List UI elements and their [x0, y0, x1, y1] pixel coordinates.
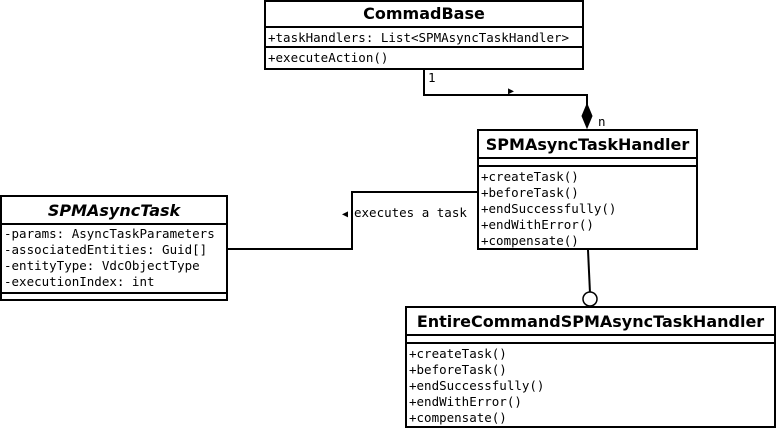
operation: +compensate(): [409, 410, 507, 425]
operation: +createTask(): [409, 346, 507, 361]
executes-line: [228, 191, 477, 250]
class-handler-name: SPMAsyncTaskHandler: [479, 131, 696, 159]
attribute: -executionIndex: int: [4, 274, 155, 289]
class-entire-operations: +createTask() +beforeTask() +endSuccessf…: [407, 344, 774, 426]
class-task-attributes: -params: AsyncTaskParameters -associated…: [2, 225, 226, 294]
executes-direction-arrow: ◀: [342, 209, 348, 220]
composition-diamond: [581, 102, 593, 130]
composition-target-multiplicity: n: [598, 114, 606, 129]
class-handler-operations: +createTask() +beforeTask() +endSuccessf…: [479, 167, 696, 249]
attribute: -params: AsyncTaskParameters: [4, 226, 215, 241]
operation: +beforeTask(): [409, 362, 507, 377]
class-spmasynctask: SPMAsyncTask -params: AsyncTaskParameter…: [0, 195, 228, 301]
class-entirecommandspmasynctaskhandler: EntireCommandSPMAsyncTaskHandler +create…: [405, 306, 776, 428]
operation: +beforeTask(): [481, 185, 579, 200]
class-spmasynctaskhandler: SPMAsyncTaskHandler +createTask() +befor…: [477, 129, 698, 250]
composition-source-multiplicity: 1: [428, 70, 436, 85]
attribute: -entityType: VdcObjectType: [4, 258, 200, 273]
operation: +createTask(): [481, 169, 579, 184]
class-entire-attributes: [407, 336, 774, 344]
operation: +endSuccessfully(): [409, 378, 545, 393]
operation: +endSuccessfully(): [481, 201, 617, 216]
class-handler-attributes: [479, 159, 696, 167]
lollipop-line: [587, 249, 591, 294]
composition-line: [423, 70, 588, 105]
class-commandbase-attributes: +taskHandlers: List<SPMAsyncTaskHandler>: [266, 28, 582, 48]
operation: +executeAction(): [268, 50, 389, 65]
attribute: +taskHandlers: List<SPMAsyncTaskHandler>: [268, 30, 570, 45]
operation: +compensate(): [481, 233, 579, 248]
class-task-name: SPMAsyncTask: [2, 197, 226, 225]
class-entire-name: EntireCommandSPMAsyncTaskHandler: [407, 308, 774, 336]
class-commandbase-name: CommadBase: [266, 2, 582, 28]
lollipop-circle: [582, 291, 598, 307]
attribute: -associatedEntities: Guid[]: [4, 242, 208, 257]
operation: +endWithError(): [481, 217, 594, 232]
class-commandbase-operations: +executeAction(): [266, 48, 582, 66]
operation: +endWithError(): [409, 394, 522, 409]
executes-label: executes a task: [354, 205, 467, 220]
composition-direction-arrow: ▶: [508, 86, 514, 97]
class-commandbase: CommadBase +taskHandlers: List<SPMAsyncT…: [264, 0, 584, 70]
